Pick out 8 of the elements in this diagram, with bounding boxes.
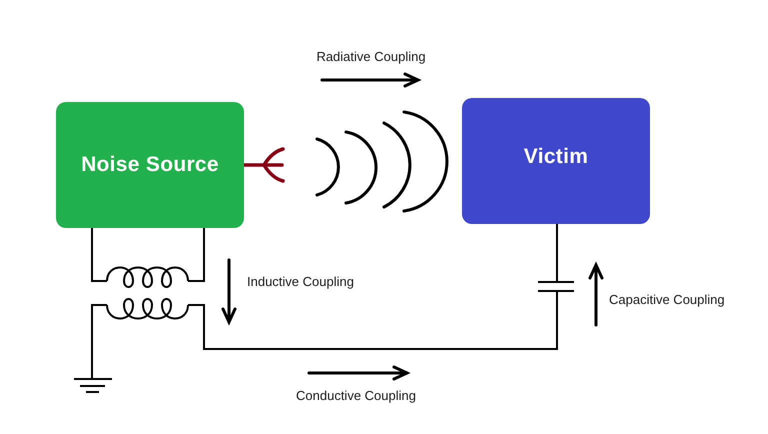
system-block xyxy=(462,98,650,224)
coupling-label: Capacitive Coupling xyxy=(609,292,725,308)
block-title: Victim xyxy=(524,145,588,169)
block-title: Noise Source xyxy=(81,153,219,177)
coupling-label: Conductive Coupling xyxy=(296,388,416,404)
coupling-label: Radiative Coupling xyxy=(316,49,426,65)
system-block xyxy=(56,102,244,228)
coupling-label: Inductive Coupling xyxy=(247,274,354,290)
